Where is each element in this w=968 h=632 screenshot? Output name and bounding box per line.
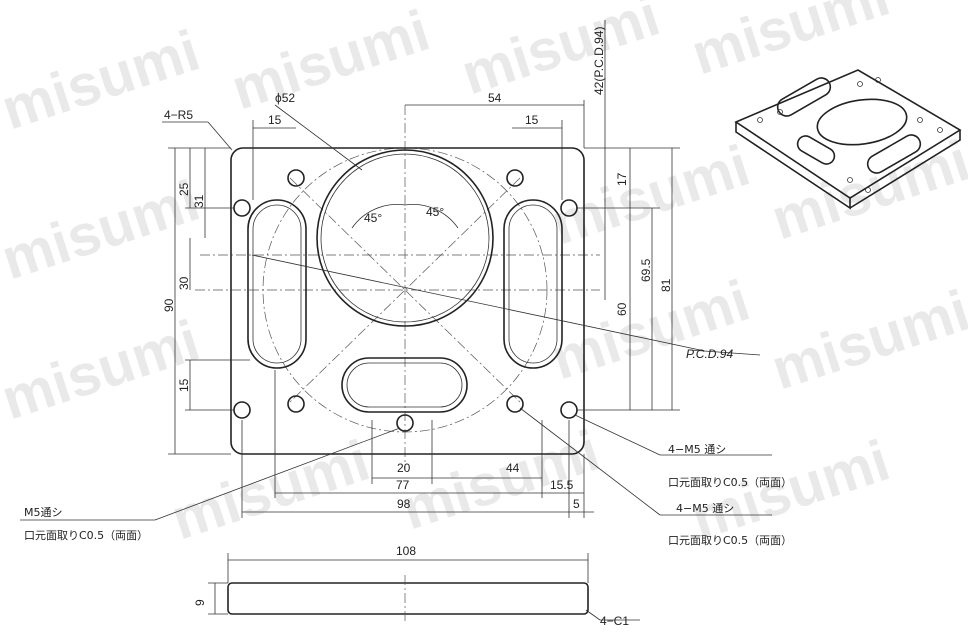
dim-r5: 4−R5 [164, 108, 193, 122]
dim-phi52: ϕ52 [275, 91, 295, 105]
dimension-lines [20, 20, 772, 521]
watermark: misumi [0, 18, 207, 143]
dim-44: 44 [506, 461, 520, 475]
dim-69-5: 69.5 [639, 258, 653, 282]
dim-c1: 4−C1 [600, 614, 629, 628]
dim-angle-2: 45° [426, 205, 444, 219]
dim-15-left: 15 [268, 113, 282, 127]
note-m5-single: M5通シ [24, 506, 63, 519]
dim-pcd-top: 42(P.C.D.94) [592, 27, 606, 95]
dim-17: 17 [615, 172, 629, 186]
dim-25: 25 [177, 182, 191, 196]
dim-81: 81 [659, 278, 673, 292]
dim-60: 60 [615, 302, 629, 316]
dim-15-5: 15.5 [550, 478, 574, 492]
dim-pcd: P.C.D.94 [686, 347, 733, 361]
side-view [208, 553, 640, 622]
watermark: misumi [0, 308, 207, 433]
mounting-holes [233, 169, 578, 432]
note-chamfer-a: 口元面取りC0.5（両面） [668, 476, 792, 489]
dim-9: 9 [193, 599, 207, 606]
dim-15-right: 15 [525, 113, 539, 127]
isometric-view [734, 69, 962, 210]
dim-5: 5 [573, 497, 580, 511]
dim-77: 77 [396, 478, 410, 492]
dim-31: 31 [192, 194, 206, 208]
watermark: misumi [764, 278, 968, 403]
dim-angle-1: 45° [364, 211, 382, 225]
note-chamfer-b: 口元面取りC0.5（両面） [668, 534, 792, 547]
watermark: misumi [544, 133, 757, 258]
note-m5-holes-a: 4−M5 通シ [668, 443, 726, 456]
dimension-labels: 42(P.C.D.94) 54 ϕ52 4−R5 15 15 25 31 30 … [162, 27, 733, 628]
dim-54: 54 [488, 91, 502, 105]
notes: 4−M5 通シ 口元面取りC0.5（両面） 4−M5 通シ 口元面取りC0.5（… [24, 443, 792, 547]
watermark: misumi [224, 0, 437, 122]
watermark: misumi [454, 0, 667, 107]
watermark: misumi [394, 418, 607, 543]
watermark: misumi [764, 128, 968, 253]
dim-30: 30 [177, 276, 191, 290]
note-m5-holes-b: 4−M5 通シ [676, 502, 734, 515]
dim-108: 108 [396, 544, 416, 558]
dim-15-vert: 15 [177, 378, 191, 392]
note-chamfer-single: 口元面取りC0.5（両面） [24, 529, 148, 542]
dim-90: 90 [162, 298, 176, 312]
dim-98: 98 [397, 497, 411, 511]
watermark: misumi [544, 268, 757, 393]
top-view [20, 20, 772, 521]
watermark: misumi [164, 428, 377, 553]
dim-20: 20 [397, 461, 411, 475]
